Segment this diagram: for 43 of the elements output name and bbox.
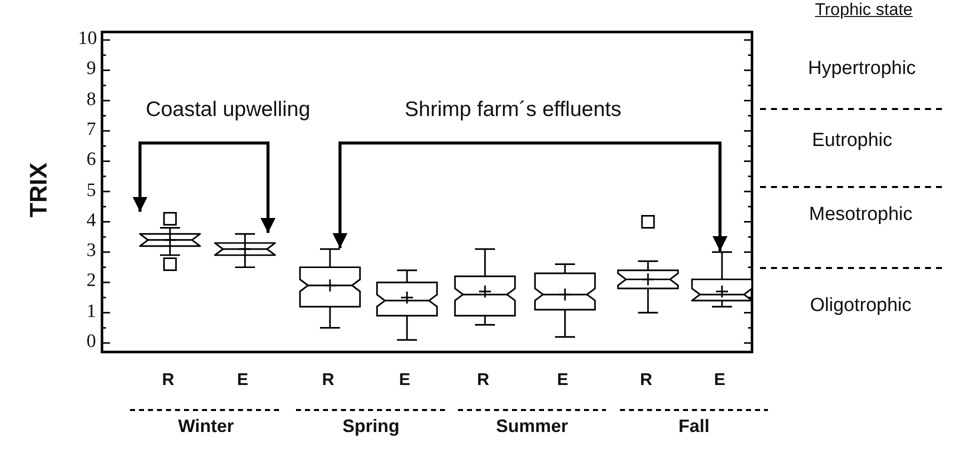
trophic-label: Hypertrophic — [808, 58, 916, 81]
group-label: R — [322, 370, 334, 390]
bracket-arrow — [132, 142, 227, 212]
legend-heading: Trophic state — [815, 0, 913, 20]
group-label: R — [162, 370, 174, 390]
box-plot — [617, 215, 679, 314]
trophic-label: Mesotrophic — [809, 204, 912, 227]
trophic-label: Eutrophic — [812, 130, 892, 153]
box-plot — [299, 248, 361, 329]
tick-label: 1 — [86, 300, 96, 324]
tick-label: 0 — [86, 331, 96, 354]
tick-label: 10 — [78, 28, 96, 51]
group-label: E — [714, 370, 726, 390]
box-plot — [534, 263, 596, 338]
season-label: Fall — [678, 416, 710, 438]
group-label: R — [640, 370, 652, 390]
tick-label: 4 — [86, 210, 96, 233]
tick-label: 3 — [86, 240, 96, 263]
annotation-text: Coastal upwelling — [118, 98, 338, 143]
season-label: Winter — [178, 416, 234, 438]
tick-label: 6 — [86, 149, 96, 172]
group-label: E — [399, 370, 410, 390]
box-plot — [214, 233, 276, 268]
tick-label: 2 — [86, 270, 96, 294]
annotation-text: Shrimp farm´s effluents — [398, 98, 628, 143]
tick-label: 7 — [86, 118, 96, 142]
group-label: E — [237, 370, 248, 390]
box-plot — [376, 269, 438, 341]
box-plot — [691, 251, 753, 308]
tick-label: 9 — [86, 58, 96, 82]
bracket-arrow — [512, 142, 728, 252]
axis-title: TRIX — [26, 162, 54, 218]
season-label: Spring — [342, 416, 400, 438]
bracket-arrow — [332, 142, 512, 248]
box-plot — [454, 248, 516, 326]
tick-label: 8 — [86, 88, 96, 112]
bracket-arrow — [227, 142, 276, 233]
trophic-label: Oligotrophic — [810, 295, 912, 318]
tick-label: 5 — [86, 180, 96, 202]
season-label: Summer — [496, 416, 568, 438]
group-label: E — [557, 370, 568, 390]
box-plot — [139, 212, 201, 272]
group-label: R — [477, 370, 490, 390]
